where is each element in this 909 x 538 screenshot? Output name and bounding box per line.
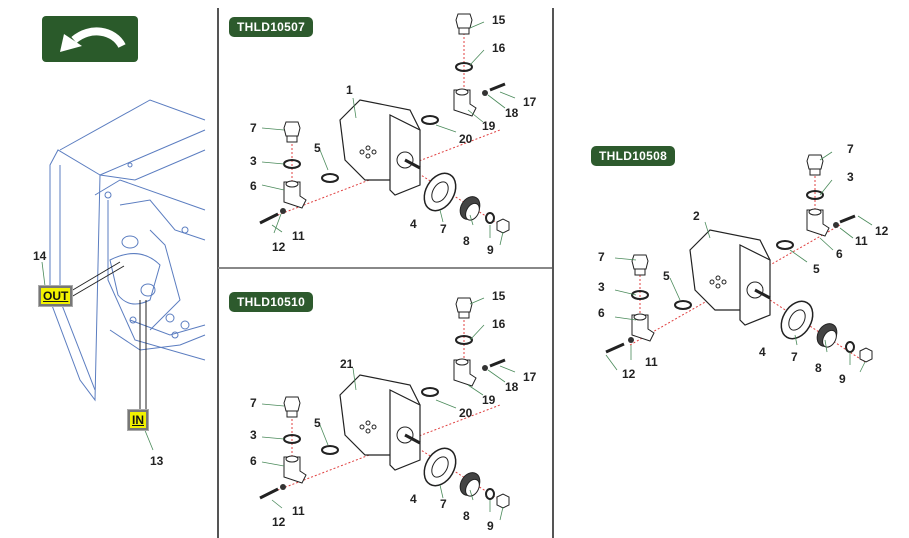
panel-divider-horizontal: [218, 267, 552, 269]
tag-thld10508[interactable]: THLD10508: [591, 146, 676, 166]
callout: 7: [598, 250, 605, 264]
callout: 7: [250, 396, 257, 410]
callout: 18: [505, 380, 519, 394]
callout: 6: [250, 454, 257, 468]
callout: 17: [523, 95, 537, 109]
tag-thld10507[interactable]: THLD10507: [229, 17, 314, 37]
callout: 8: [463, 509, 470, 523]
callout: 11: [292, 229, 305, 243]
pump-drawing-thld10507: [259, 13, 510, 234]
tag-thld10510[interactable]: THLD10510: [229, 292, 314, 312]
callout: 4: [410, 217, 417, 231]
callout: 20: [459, 406, 473, 420]
callout: 9: [487, 243, 494, 257]
callout: 18: [505, 106, 519, 120]
callout: 6: [250, 179, 257, 193]
callout: 1: [346, 83, 353, 97]
panel-divider-right: [552, 8, 554, 538]
machine-overview-drawing: [41, 99, 206, 451]
callout: 2: [693, 209, 700, 223]
callout: 12: [622, 367, 636, 381]
callout: 7: [847, 142, 854, 156]
callout: 19: [482, 119, 496, 133]
callout-14: 14: [33, 249, 47, 263]
callout: 5: [663, 269, 670, 283]
pump-drawing-thld10508: [605, 154, 873, 363]
pump-drawing-thld10510: [259, 297, 510, 509]
curved-arrow-left-icon: [60, 27, 126, 52]
in-label[interactable]: IN: [127, 409, 149, 431]
callout: 12: [272, 515, 286, 529]
callout: 5: [314, 416, 321, 430]
callout: 4: [759, 345, 766, 359]
callout: 20: [459, 132, 473, 146]
callout: 5: [813, 262, 820, 276]
callout-13: 13: [150, 454, 164, 468]
callout: 3: [847, 170, 854, 184]
callout: 17: [523, 370, 537, 384]
out-label[interactable]: OUT: [37, 285, 74, 307]
callout: 16: [492, 41, 506, 55]
callout: 9: [487, 519, 494, 533]
callout: 8: [815, 361, 822, 375]
panel-divider-left: [217, 8, 219, 538]
callout: 16: [492, 317, 506, 331]
callout: 7: [440, 497, 447, 511]
callout: 12: [272, 240, 286, 254]
callout: 11: [855, 234, 868, 248]
callout: 15: [492, 13, 506, 27]
callout: 15: [492, 289, 506, 303]
callout: 3: [250, 428, 257, 442]
callout: 19: [482, 393, 496, 407]
callout: 6: [836, 247, 843, 261]
callout: 11: [292, 504, 305, 518]
callout: 7: [250, 121, 257, 135]
callout: 11: [645, 355, 658, 369]
callout: 8: [463, 234, 470, 248]
callout: 3: [250, 154, 257, 168]
callout: 3: [598, 280, 605, 294]
callout: 12: [875, 224, 889, 238]
callout: 6: [598, 306, 605, 320]
callout: 21: [340, 357, 354, 371]
callout: 7: [440, 222, 447, 236]
callout: 4: [410, 492, 417, 506]
callout: 5: [314, 141, 321, 155]
callout: 7: [791, 350, 798, 364]
back-button[interactable]: [42, 16, 138, 62]
callout: 9: [839, 372, 846, 386]
